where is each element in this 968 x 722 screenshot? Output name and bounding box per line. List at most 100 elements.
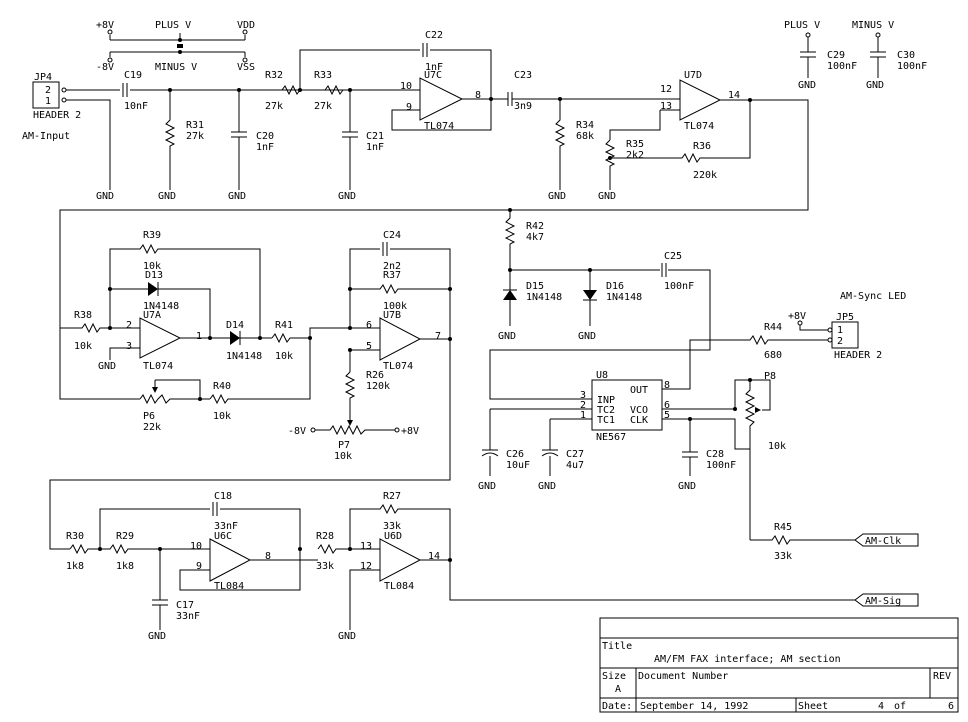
r30-value: 1k8 [66, 561, 84, 572]
u7d-pin: 12 [660, 84, 672, 95]
label-minus8v: -8V [96, 62, 114, 73]
u8-pin: 2 [580, 400, 586, 411]
r42-value: 4k7 [526, 232, 544, 243]
u8-pin-label: TC1 [597, 415, 615, 426]
u8-part: NE567 [596, 432, 626, 443]
r40-value: 10k [213, 411, 231, 422]
gnd-label: GND [598, 191, 616, 202]
document-number-label: Document Number [638, 671, 728, 682]
decoupling-caps: PLUS V MINUS V C29 100nF C30 100nF GND G… [784, 20, 927, 91]
c22-ref: C22 [425, 30, 443, 41]
r45-ref: R45 [774, 522, 792, 533]
d13-value: 1N4148 [143, 301, 179, 312]
u7a-ref: U7A [143, 310, 161, 321]
gnd-label: GND [148, 631, 166, 642]
u8-ref: U8 [596, 370, 608, 381]
r44-value: 680 [764, 350, 782, 361]
p8-value: 10k [768, 441, 786, 452]
r34-ref: R34 [576, 120, 594, 131]
power-jumpers: +8V PLUS V VDD -8V MINUS V VSS [96, 20, 255, 73]
c23-ref: C23 [514, 70, 532, 81]
u7a-part: TL074 [143, 361, 173, 372]
r42-ref: R42 [526, 221, 544, 232]
u8-pin-label: OUT [630, 385, 648, 396]
gnd-label: GND [98, 361, 116, 372]
r38-value: 10k [74, 341, 92, 352]
label-minus-v: MINUS V [155, 62, 197, 73]
r34-value: 68k [576, 131, 594, 142]
c20-ref: C20 [256, 131, 274, 142]
u6d-pin: 13 [360, 541, 372, 552]
u7d-part: TL074 [684, 121, 714, 132]
drawing-title: AM/FM FAX interface; AM section [654, 654, 841, 665]
jp5-pin1: 1 [837, 325, 843, 336]
u7c-pin: 9 [406, 102, 412, 113]
gnd-label: GND [228, 191, 246, 202]
u7b-part: TL074 [383, 361, 413, 372]
p7-ref: P7 [338, 440, 350, 451]
sheet-label: Sheet [798, 701, 828, 712]
r36-value: 220k [693, 170, 717, 181]
r31-value: 27k [186, 131, 204, 142]
u7b-ref: U7B [383, 310, 401, 321]
p7-minus8v: -8V [288, 426, 306, 437]
gnd-label: GND [96, 191, 114, 202]
u8-pin: 3 [580, 390, 586, 401]
u6c-pin: 9 [196, 561, 202, 572]
r30-ref: R30 [66, 531, 84, 542]
label-vdd: VDD [237, 20, 255, 31]
p8-ref: P8 [764, 371, 776, 382]
c21-ref: C21 [366, 131, 384, 142]
r27-value: 33k [383, 521, 401, 532]
am-clk-port: AM-Clk [865, 536, 901, 547]
gnd-label: GND [548, 191, 566, 202]
label-minus-v-2: MINUS V [852, 20, 894, 31]
r40-ref: R40 [213, 381, 231, 392]
d16-value: 1N4148 [606, 292, 642, 303]
label-plus-v-2: PLUS V [784, 20, 820, 31]
c17-value: 33nF [176, 611, 200, 622]
gnd-label: GND [798, 80, 816, 91]
c27-value: 4u7 [566, 460, 584, 471]
u6c-ref: U6C [214, 531, 232, 542]
u7c-pin: 8 [475, 90, 481, 101]
u7d-ref: U7D [684, 70, 702, 81]
gnd-label: GND [498, 331, 516, 342]
r33-value: 27k [314, 101, 332, 112]
c26-value: 10uF [506, 460, 530, 471]
u8-pin: 8 [664, 380, 670, 391]
of-value: 6 [948, 701, 954, 712]
gnd-label: GND [338, 191, 356, 202]
u7b-pin: 5 [366, 341, 372, 352]
p6-value: 22k [143, 422, 161, 433]
u7a-pin: 2 [126, 320, 132, 331]
u7d-pin: 14 [728, 90, 740, 101]
u8-pin-label: INP [597, 395, 615, 406]
r39-ref: R39 [143, 230, 161, 241]
r35-value: 2k2 [626, 150, 644, 161]
am-sync-led-label: AM-Sync LED [840, 291, 906, 302]
jp4-header: HEADER 2 [33, 110, 81, 121]
c20-value: 1nF [256, 142, 274, 153]
pll-stage: R42 4k7 C25 100nF D15 1N4148 GND D16 1N4… [478, 208, 919, 562]
jp5-pin2: 2 [837, 336, 843, 347]
d16-ref: D16 [606, 281, 624, 292]
c24-ref: C24 [383, 230, 401, 241]
u8-pin: 5 [664, 410, 670, 421]
u7d-pin: 13 [660, 101, 672, 112]
jp4-pin1: 1 [45, 96, 51, 107]
r41-ref: R41 [275, 320, 293, 331]
jp5-header: HEADER 2 [834, 350, 882, 361]
c17-ref: C17 [176, 600, 194, 611]
c28-ref: C28 [706, 449, 724, 460]
d15-value: 1N4148 [526, 292, 562, 303]
u7c-pin: 10 [400, 81, 412, 92]
u7c-ref: U7C [424, 70, 442, 81]
input-stage: JP4 2 1 HEADER 2 AM-Input GND C19 10nF R… [22, 30, 508, 202]
r32-value: 27k [265, 101, 283, 112]
r44-plus8v: +8V [788, 311, 806, 322]
size-label: Size [602, 671, 626, 682]
r35-ref: R35 [626, 139, 644, 150]
r26-ref: R26 [366, 370, 384, 381]
